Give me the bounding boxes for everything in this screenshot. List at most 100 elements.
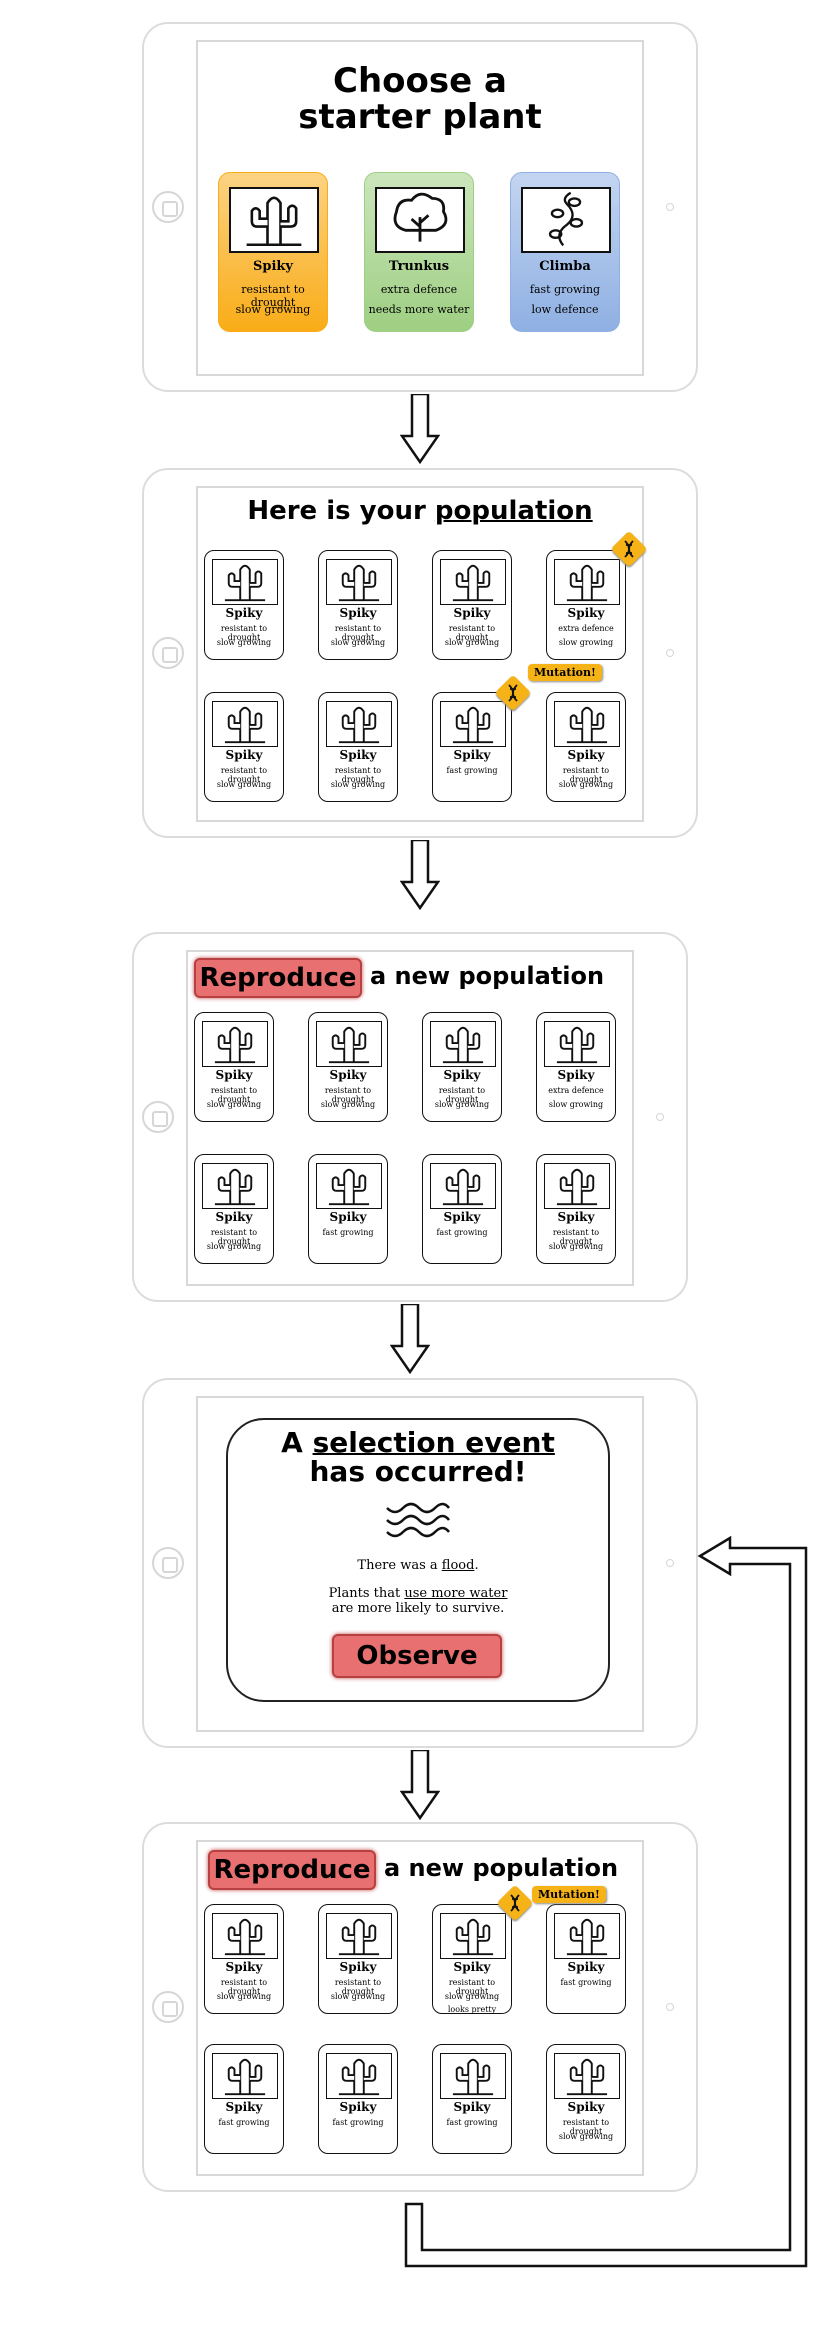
dna-mutation-icon	[494, 674, 532, 712]
plant-name: Spiky	[225, 748, 263, 762]
cactus-icon	[326, 701, 392, 747]
trait-text: slow growing	[558, 780, 614, 789]
page-title: Choose a starter plant	[298, 61, 542, 137]
plant-name: Spiky	[329, 1068, 367, 1082]
observe-button[interactable]: Observe	[332, 1634, 502, 1678]
home-button[interactable]	[152, 191, 184, 223]
plant-name: Spiky	[567, 1960, 605, 1974]
cactus-icon	[202, 1021, 268, 1067]
mutation-badge: Mutation!	[528, 664, 602, 681]
trait-text: resistant to drought	[241, 283, 305, 309]
cactus-icon	[544, 1021, 610, 1067]
trait-text: resistant to drought	[220, 1978, 268, 1996]
mutation-badge: Mutation!	[532, 1886, 606, 1903]
trait-text: resistant to drought	[438, 1086, 486, 1104]
rule-text: Plants that use more water are more like…	[328, 1586, 508, 1616]
trait-text: slow growing	[330, 780, 386, 789]
plant-name: Spiky	[557, 1210, 595, 1224]
loop-back-arrow-icon	[404, 1535, 808, 2268]
down-arrow-icon	[400, 840, 440, 910]
trait-text: fast growing	[218, 2118, 270, 2127]
page-title: a new population	[370, 962, 605, 990]
cactus-icon	[554, 701, 620, 747]
page-title: Here is your population	[247, 496, 593, 526]
plant-name: Spiky	[339, 2100, 377, 2114]
plant-card[interactable]: Spiky fast growing	[318, 2044, 398, 2154]
cactus-icon	[440, 1913, 506, 1959]
home-button[interactable]	[142, 1101, 174, 1133]
trait-text: resistant to drought	[220, 766, 268, 784]
plant-name: Climba	[539, 259, 591, 274]
reproduce-button[interactable]: Reproduce	[208, 1850, 376, 1890]
cactus-icon	[316, 1163, 382, 1209]
camera	[666, 2003, 674, 2011]
trait-text: slow growing	[558, 638, 614, 647]
trait-text: fast growing	[529, 283, 601, 296]
down-arrow-icon	[390, 1304, 430, 1374]
trait-text: slow growing	[558, 2132, 614, 2141]
reproduce-button[interactable]: Reproduce	[194, 958, 362, 998]
cactus-icon	[212, 559, 278, 605]
trait-text: slow growing	[206, 1100, 262, 1109]
plant-name: Spiky	[567, 748, 605, 762]
plant-name: Spiky	[443, 1068, 481, 1082]
trait-text: looks pretty	[447, 2005, 497, 2014]
trait-text: resistant to drought	[334, 1978, 382, 1996]
down-arrow-icon	[400, 1750, 440, 1820]
plant-name: Spiky	[453, 748, 491, 762]
cactus-icon	[430, 1021, 496, 1067]
trait-text: slow growing	[320, 1100, 376, 1109]
home-button[interactable]	[152, 1991, 184, 2023]
dna-mutation-icon	[496, 1884, 534, 1922]
plant-name: Spiky	[453, 606, 491, 620]
trait-text: slow growing	[548, 1242, 604, 1251]
plant-name: Spiky	[225, 1960, 263, 1974]
event-text: There was a flood.	[357, 1558, 479, 1573]
trait-text: fast growing	[332, 2118, 384, 2127]
cactus-icon	[229, 187, 319, 253]
plant-name: Spiky	[557, 1068, 595, 1082]
home-button[interactable]	[152, 1547, 184, 1579]
cactus-icon	[554, 1913, 620, 1959]
plant-name: Trunkus	[388, 259, 450, 274]
home-button[interactable]	[152, 637, 184, 669]
page-title: a new population	[384, 1854, 619, 1882]
trait-text: needs more water	[368, 303, 470, 316]
cactus-icon	[316, 1021, 382, 1067]
dna-mutation-icon	[610, 530, 648, 568]
trait-text: resistant to drought	[210, 1086, 258, 1104]
selection-event-dialog: A selection event has occurred! There wa…	[226, 1418, 610, 1702]
